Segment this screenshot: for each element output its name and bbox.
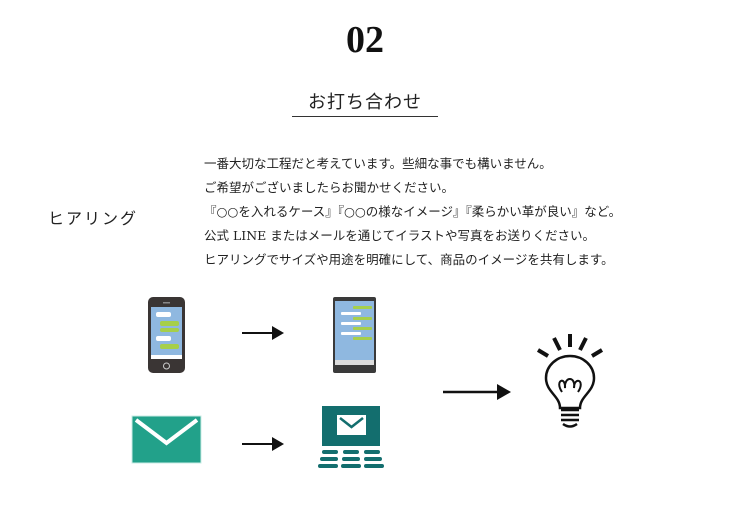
tablet-chat-icon [333,297,376,373]
title-underline [292,116,438,117]
smartphone-chat-icon [148,297,185,373]
section-number: 02 [346,19,384,61]
envelope-icon [131,415,202,464]
step-label: ヒアリング [48,209,139,228]
description-line: 公式 LINE またはメールを通じてイラストや写真をお送りください。 [204,228,595,243]
arrow-right-icon [242,326,284,340]
arrow-right-icon [443,384,511,400]
description: 一番大切な工程だと考えています。些細な事でも構いません。 ご希望がございましたら… [204,152,621,272]
arrow-right-icon [242,437,284,451]
lightbulb-icon [536,334,604,428]
description-line: 一番大切な工程だと考えています。些細な事でも構いません。 [204,156,552,171]
description-line: 『○○を入れるケース』『○○の様なイメージ』『柔らかい革が良い』など。 [204,204,622,219]
description-line: ヒアリングでサイズや用途を明確にして、商品のイメージを共有します。 [204,252,614,267]
section-title: お打ち合わせ [308,92,422,113]
description-line: ご希望がございましたらお聞かせください。 [204,180,455,195]
laptop-mail-icon [318,406,384,468]
